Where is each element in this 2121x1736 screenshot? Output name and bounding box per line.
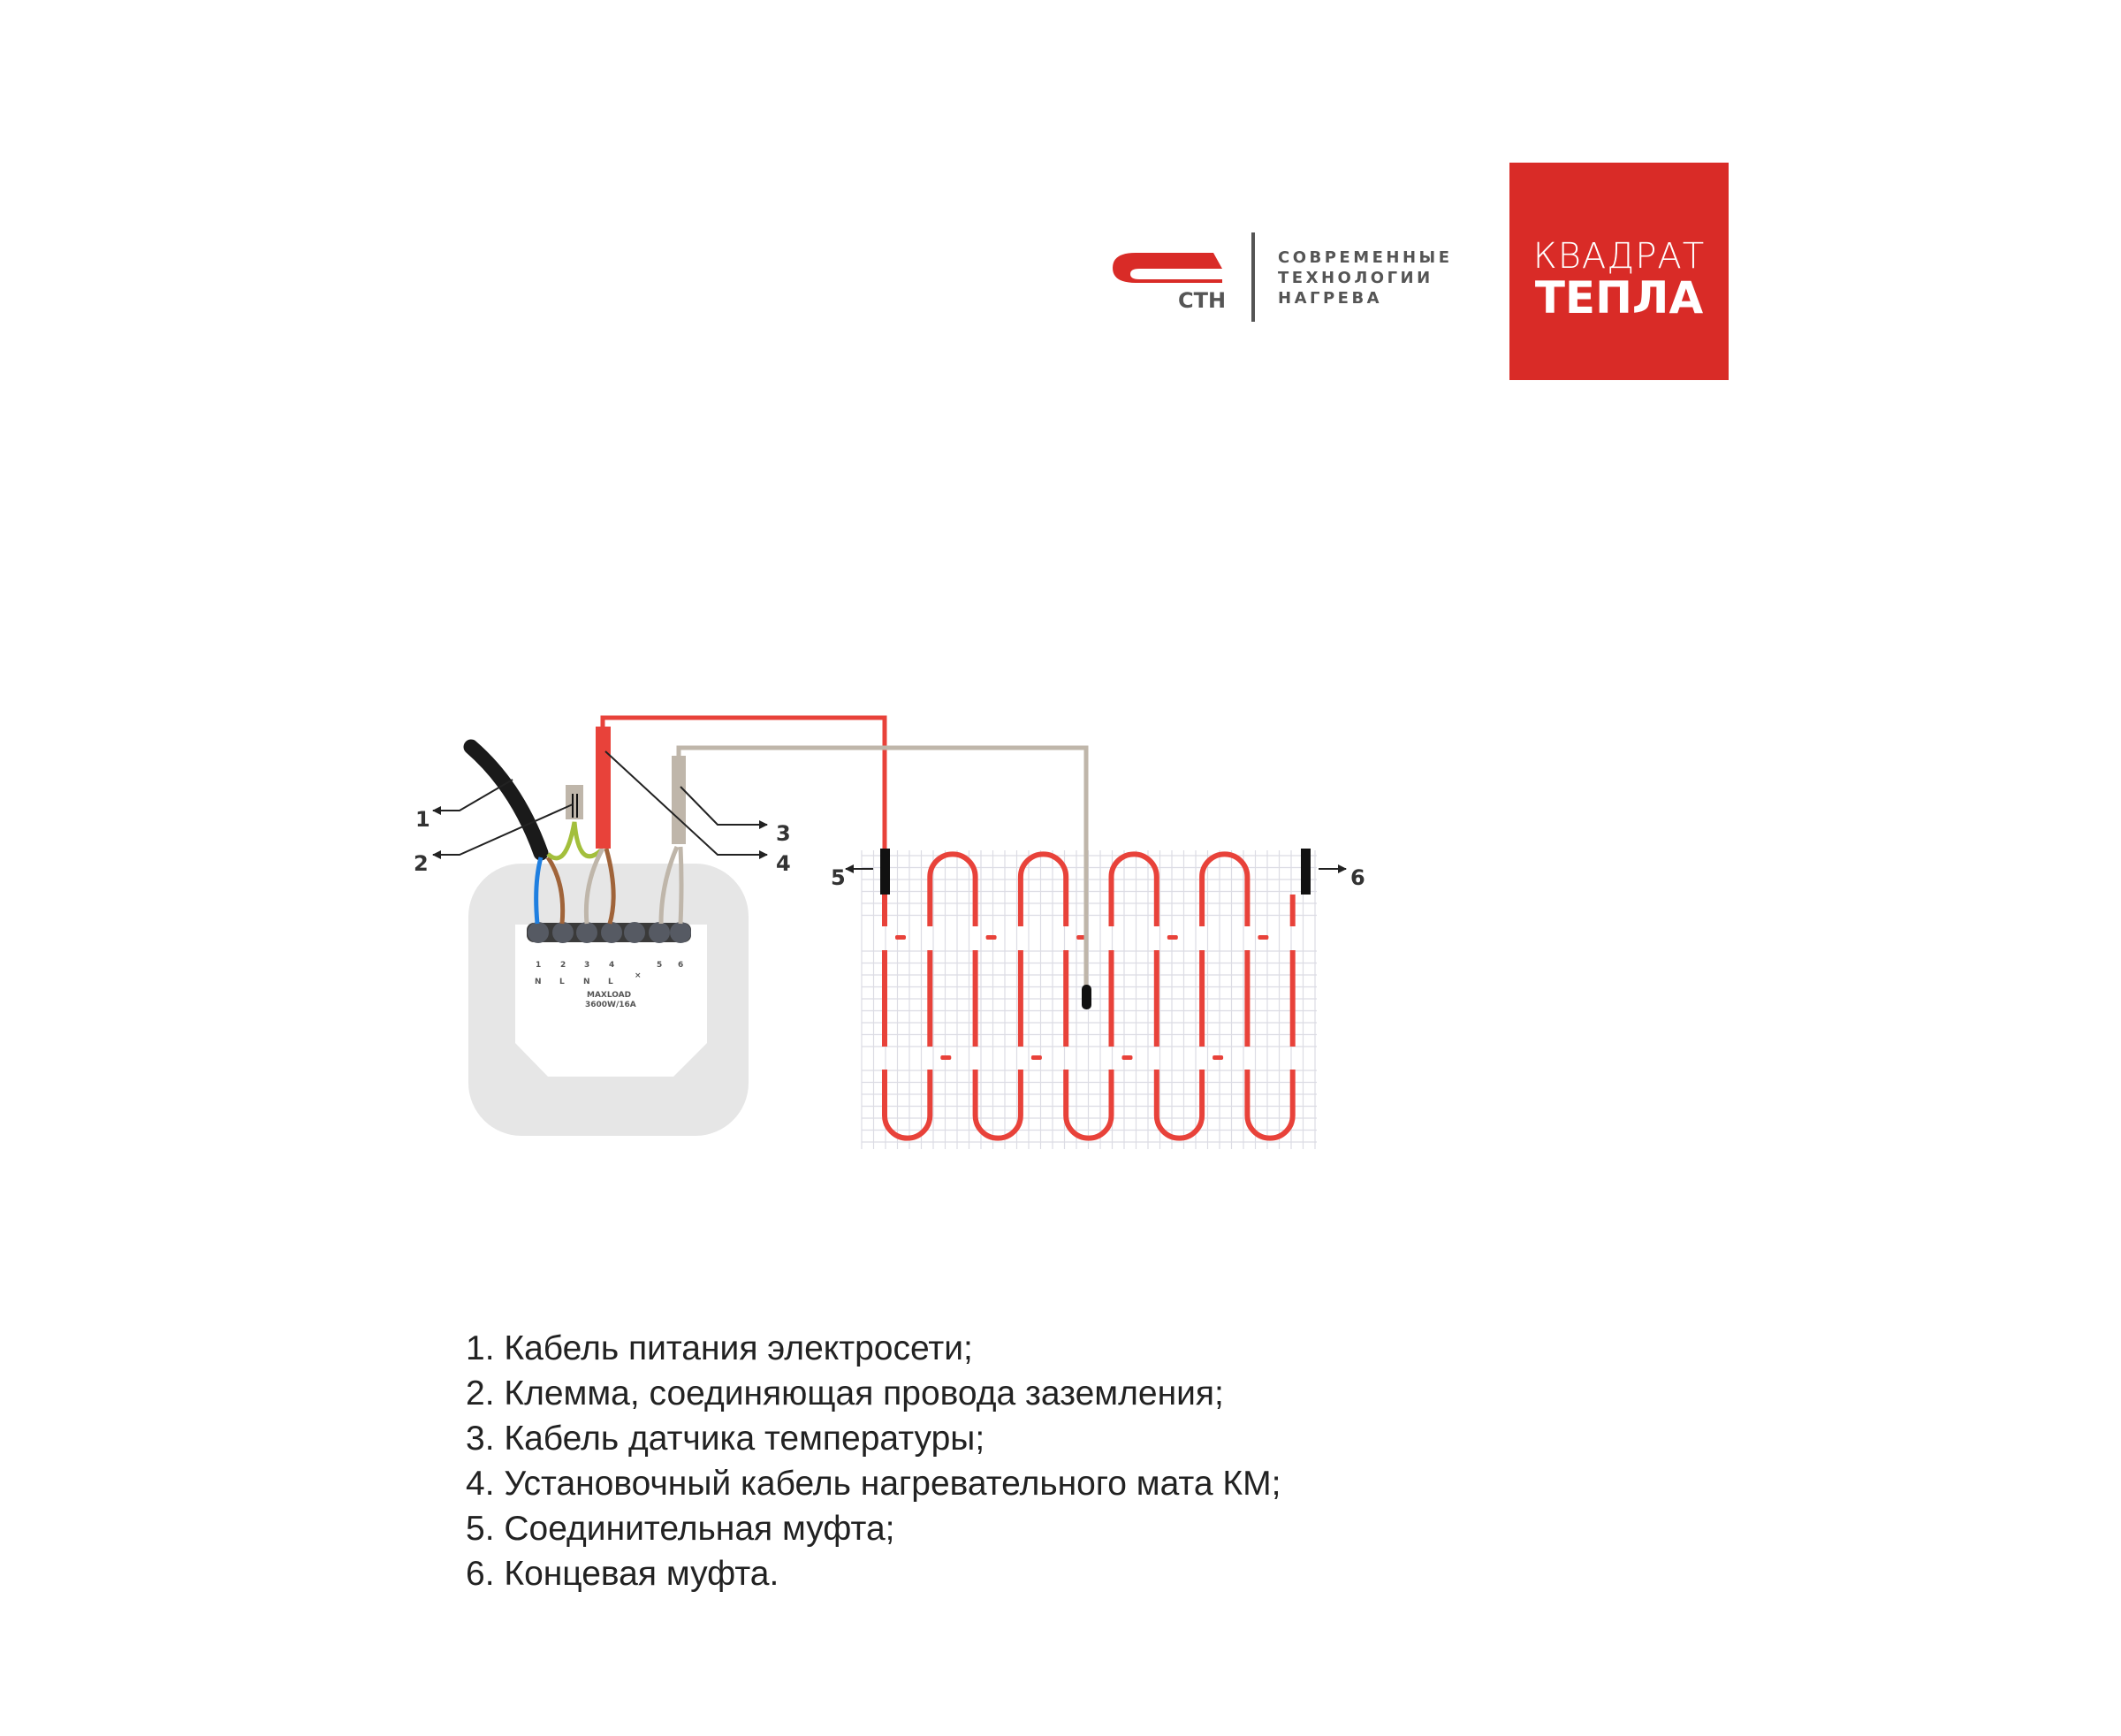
sensor-cable-sleeve [672,756,686,844]
sth-line-1: СОВРЕМЕННЫЕ [1278,248,1453,267]
callout-4: 4 [776,851,791,876]
terminal-letter: L [559,978,565,986]
ground-clamp [566,785,583,819]
logo-divider [1251,232,1255,322]
heating-cable-loop [972,1115,1023,1141]
heating-mat [861,850,1317,1149]
tepla-text: ТЕПЛА [1534,272,1704,324]
mat-live-wire [604,848,616,925]
heating-cable-loop [1108,851,1159,878]
kvadrat-tepla-logo: КВАДРАТ ТЕПЛА [1509,163,1729,380]
sth-line-3: НАГРЕВА [1278,289,1383,308]
unused-terminal-mark: × [635,971,642,980]
terminal-letter: N [535,978,542,986]
terminal-number: 6 [678,961,683,970]
terminal-letter: L [608,978,613,986]
mat-brand-mark [985,935,997,940]
legend-item-1: 1. Кабель питания электросети; [466,1329,973,1367]
sensor-wire-a [658,846,680,925]
ground-wire [546,821,603,861]
heating-cable-loop [1017,851,1069,878]
power-cable [463,739,549,861]
sth-logo-text: СОВРЕМЕННЫЕ ТЕХНОЛОГИИ НАГРЕВА [1278,247,1453,308]
sth-line-2: ТЕХНОЛОГИИ [1278,269,1433,287]
installation-cable [600,715,887,849]
end-sleeve [1301,849,1311,895]
callout-3: 3 [776,821,791,846]
terminal-number: 2 [560,961,566,970]
terminal-screw [649,922,670,943]
mat-brand-mark [1213,1055,1224,1060]
heating-cable-loop [882,1115,933,1141]
installation-cable-sleeve [596,727,611,849]
terminal-number: 3 [584,961,589,970]
terminal-screw [670,922,691,943]
kvadrat-text: КВАДРАТ [1532,236,1706,277]
mat-brand-mark [1258,935,1269,940]
heating-cable-loop [1199,851,1251,878]
sth-mark-text: СТН [1178,288,1226,313]
terminal-screw [624,922,645,943]
legend-item-3: 3. Кабель датчика температуры; [466,1420,985,1458]
callout-5: 5 [831,865,846,890]
rating-label: 3600W/16A [585,1001,636,1009]
terminal-screw [601,922,622,943]
terminal-letter: N [583,978,590,986]
legend-item-5: 5. Соединительная муфта; [466,1510,895,1548]
terminal-screw [576,922,597,943]
heating-cable-loop [1063,1115,1114,1141]
terminal-number: 1 [536,961,541,970]
mat-brand-mark [940,1055,952,1060]
mat-brand-mark [1121,1055,1133,1060]
sensor-cable [676,745,1089,986]
legend-item-6: 6. Концевая муфта. [466,1555,779,1593]
terminal-number: 5 [657,961,662,970]
maxload-label: MAXLOAD [587,991,631,1000]
heating-cable-loop [927,851,978,878]
mat-brand-mark [1030,1055,1042,1060]
live-wire [545,856,566,925]
callout-2: 2 [414,851,429,876]
neutral-wire [534,857,544,925]
terminal-number: 4 [609,961,614,970]
callout-6: 6 [1350,865,1365,890]
sth-logo-mark: СТН [1113,253,1226,313]
terminal-block [528,922,691,943]
mat-brand-mark [1167,935,1178,940]
heating-cable-loop [1244,1115,1296,1141]
thermostat: 1 2 3 4 5 6N L N L MAXLOAD 3600W/16A × [468,864,749,1136]
legend-list: 1. Кабель питания электросети; 2. Клемма… [466,1326,1281,1596]
connection-sleeve [880,849,890,895]
mat-neutral-wire [583,847,605,925]
mat-brand-mark [895,935,906,940]
terminal-screw [528,922,549,943]
legend-item-4: 4. Установочный кабель нагревательного м… [466,1465,1281,1503]
callout-1: 1 [415,807,430,832]
sensor-wire-b [678,846,684,925]
legend-item-2: 2. Клемма, соединяющая провода заземлени… [466,1374,1224,1412]
heating-cable-loop [1153,1115,1205,1141]
temperature-sensor-tip [1082,985,1091,1009]
terminal-screw [552,922,574,943]
